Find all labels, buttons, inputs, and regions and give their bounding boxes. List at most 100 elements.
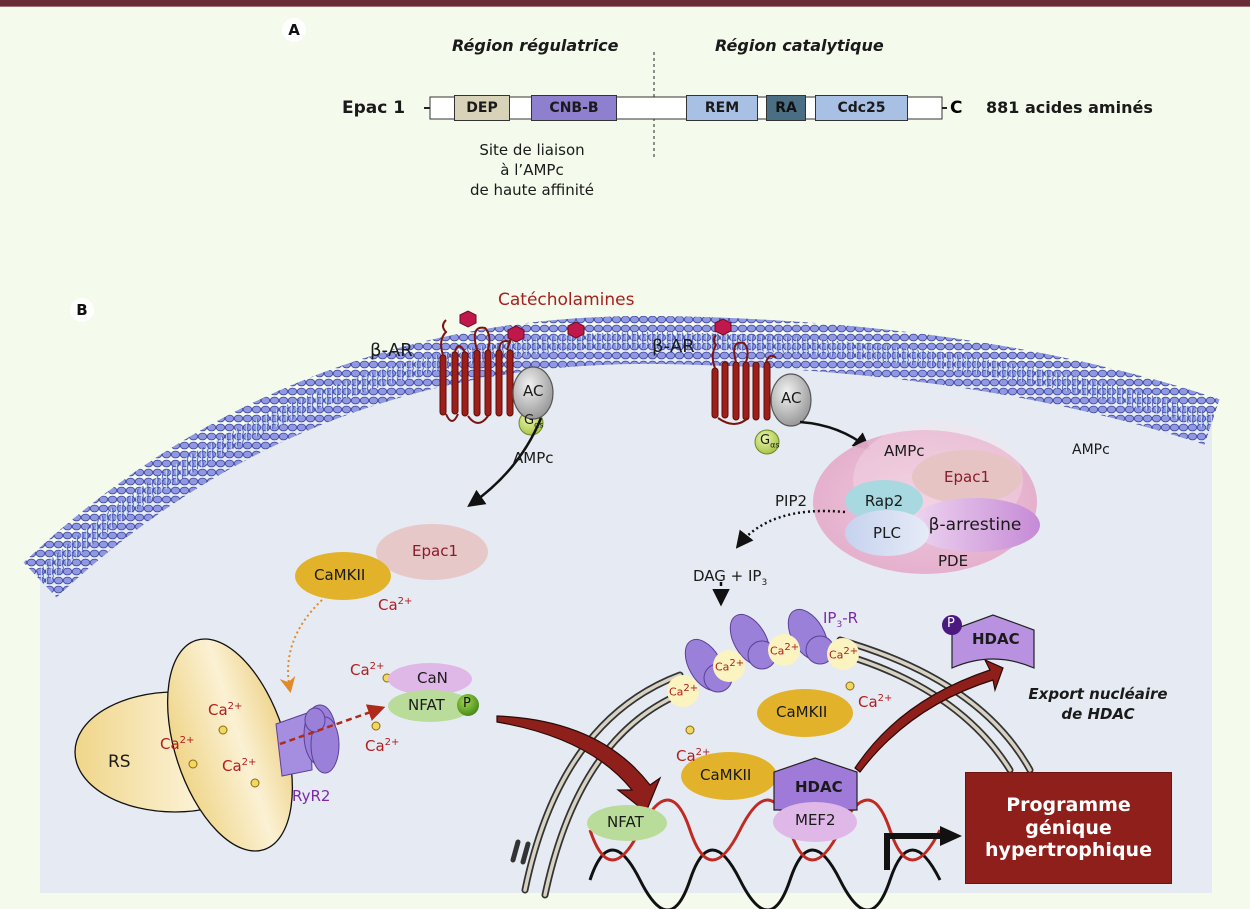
phospho-nfat-icon xyxy=(457,694,479,716)
phospho-nfat-label: P xyxy=(463,696,471,711)
beta-arrestine-ellipse: β-arrestine xyxy=(910,498,1040,552)
phospho-hdac-icon xyxy=(942,615,962,635)
epac1-left-label: Epac1 xyxy=(412,542,458,560)
can-ellipse xyxy=(388,663,472,695)
catecholamine-1 xyxy=(459,310,477,328)
ca-text: Ca xyxy=(715,660,730,674)
calcium-release-halos xyxy=(667,634,859,707)
ca-sup: 2+ xyxy=(695,747,711,758)
camkii-left xyxy=(295,552,391,600)
ca-sup: 2+ xyxy=(843,646,859,657)
gas-sub-2: αs xyxy=(770,440,780,450)
program-line-3: hypertrophique xyxy=(985,839,1152,862)
export-line-2: de HDAC xyxy=(1061,705,1135,723)
transcription-arrow xyxy=(884,833,945,870)
catecholamines-label: Catécholamines xyxy=(498,290,635,310)
ryr2-nfat-arrow xyxy=(279,704,386,746)
dag-ip3-label: DAG + IP3 xyxy=(693,569,767,588)
ca-text: Ca xyxy=(222,757,242,775)
ca-label-halo-4: Ca2+ xyxy=(829,647,858,661)
ampc-label-complex: AMPc xyxy=(884,442,925,460)
mef2-ellipse xyxy=(773,802,857,842)
ca-sup: 2+ xyxy=(784,642,800,653)
pip2-label: PIP2 xyxy=(775,492,808,510)
ca-sup: 2+ xyxy=(729,658,745,669)
top-frame-bar xyxy=(0,0,1250,7)
ca-label-rs-2: Ca2+ xyxy=(160,736,194,752)
gas-sub-1: αs xyxy=(534,420,544,430)
ryr2-label: RyR2 xyxy=(292,787,331,805)
ac-label-1: AC xyxy=(523,382,544,400)
ca-text: Ca xyxy=(160,735,180,753)
export-line-1: Export nucléaire xyxy=(1028,685,1168,703)
catecholamine-4 xyxy=(714,318,732,336)
sarcoplasmic-reticulum xyxy=(74,638,294,852)
domain-ra: RA xyxy=(766,95,806,121)
ca-sup: 2+ xyxy=(179,735,195,746)
ca-sup: 2+ xyxy=(683,683,699,694)
camkii-ryr2-arrow xyxy=(279,599,323,694)
nfat-cytosol-label: NFAT xyxy=(408,696,445,714)
ca-label-halo-2: Ca2+ xyxy=(715,659,744,673)
binding-note-line-2: à l’AMPc xyxy=(500,161,564,179)
epac1-complex-label: Epac1 xyxy=(944,468,990,486)
program-line-2: génique xyxy=(1025,816,1112,839)
ac-label-2: AC xyxy=(781,389,802,407)
mef2-label: MEF2 xyxy=(795,811,836,829)
protein-name: Epac 1 xyxy=(342,98,406,118)
hdac-export-note: Export nucléaire de HDAC xyxy=(1008,684,1188,724)
domain-rem: REM xyxy=(686,95,758,121)
gas-g-1: G xyxy=(524,413,535,428)
can-label: CaN xyxy=(417,669,448,687)
camkii-nucleus-lower-label: CaMKII xyxy=(700,766,752,784)
adenylyl-cyclase-2 xyxy=(770,373,812,427)
phospho-hdac-label: P xyxy=(947,616,955,631)
binding-note-line-1: Site de liaison xyxy=(479,141,585,159)
plc-ellipse: PLC xyxy=(845,510,929,556)
epac1-complex: Epac1 xyxy=(912,450,1022,504)
pip2-arrow xyxy=(735,509,846,549)
camkii-nucleus-upper xyxy=(757,689,853,737)
ca-label-nucleus-1: Ca2+ xyxy=(676,748,710,764)
ca-sup: 2+ xyxy=(241,757,257,768)
ampc-label-membrane: AMPc xyxy=(1072,442,1110,458)
gas-protein-2 xyxy=(754,429,780,455)
ca-text: Ca xyxy=(770,644,785,658)
domain-cnb-b: CNB-B xyxy=(531,95,617,121)
nfat-nucleus-label: NFAT xyxy=(607,813,644,831)
epac1-left xyxy=(376,524,488,580)
pde-label: PDE xyxy=(938,552,969,570)
region-catalytic-label: Région catalytique xyxy=(715,36,884,55)
hdac-exported xyxy=(951,614,1035,669)
catecholamine-3 xyxy=(567,321,585,339)
ca-text: Ca xyxy=(208,701,228,719)
nfat-ellipse-cytosol xyxy=(388,690,472,722)
ca-label-camkii: Ca2+ xyxy=(378,597,412,613)
plc-label: PLC xyxy=(873,524,901,542)
panel-b-letter: B xyxy=(70,298,94,322)
ca-label-rs-1: Ca2+ xyxy=(208,702,242,718)
beta-ar-receptor-1 xyxy=(439,319,514,424)
ca-sup: 2+ xyxy=(369,661,385,672)
ip3r-sub: 3 xyxy=(836,620,843,630)
beta-ar-label-2: β-AR xyxy=(652,336,695,357)
nfat-ellipse-nucleus xyxy=(587,805,667,841)
domain-dep: DEP xyxy=(454,95,510,121)
ca-sup: 2+ xyxy=(227,701,243,712)
ca-label-nucleus-2: Ca2+ xyxy=(858,694,892,710)
ampc-arrow-left xyxy=(467,417,543,508)
ca-text: Ca xyxy=(365,737,385,755)
ip3r-suffix: -R xyxy=(842,609,859,627)
domain-cdc25: Cdc25 xyxy=(815,95,908,121)
beta-arrestine-label: β-arrestine xyxy=(928,515,1022,535)
plasma-membrane xyxy=(23,315,1220,598)
gas-label-2: Gαs xyxy=(760,434,780,450)
ca-text: Ca xyxy=(858,693,878,711)
c-terminus-label: C xyxy=(950,98,963,118)
ca-sup: 2+ xyxy=(384,737,400,748)
hdac-nucleus-label: HDAC xyxy=(795,778,843,796)
hdac-exported-label: HDAC xyxy=(972,630,1020,648)
ca-text: Ca xyxy=(669,685,684,699)
dag-ip3-sub: 3 xyxy=(761,578,768,588)
gas-g-2: G xyxy=(760,433,771,448)
